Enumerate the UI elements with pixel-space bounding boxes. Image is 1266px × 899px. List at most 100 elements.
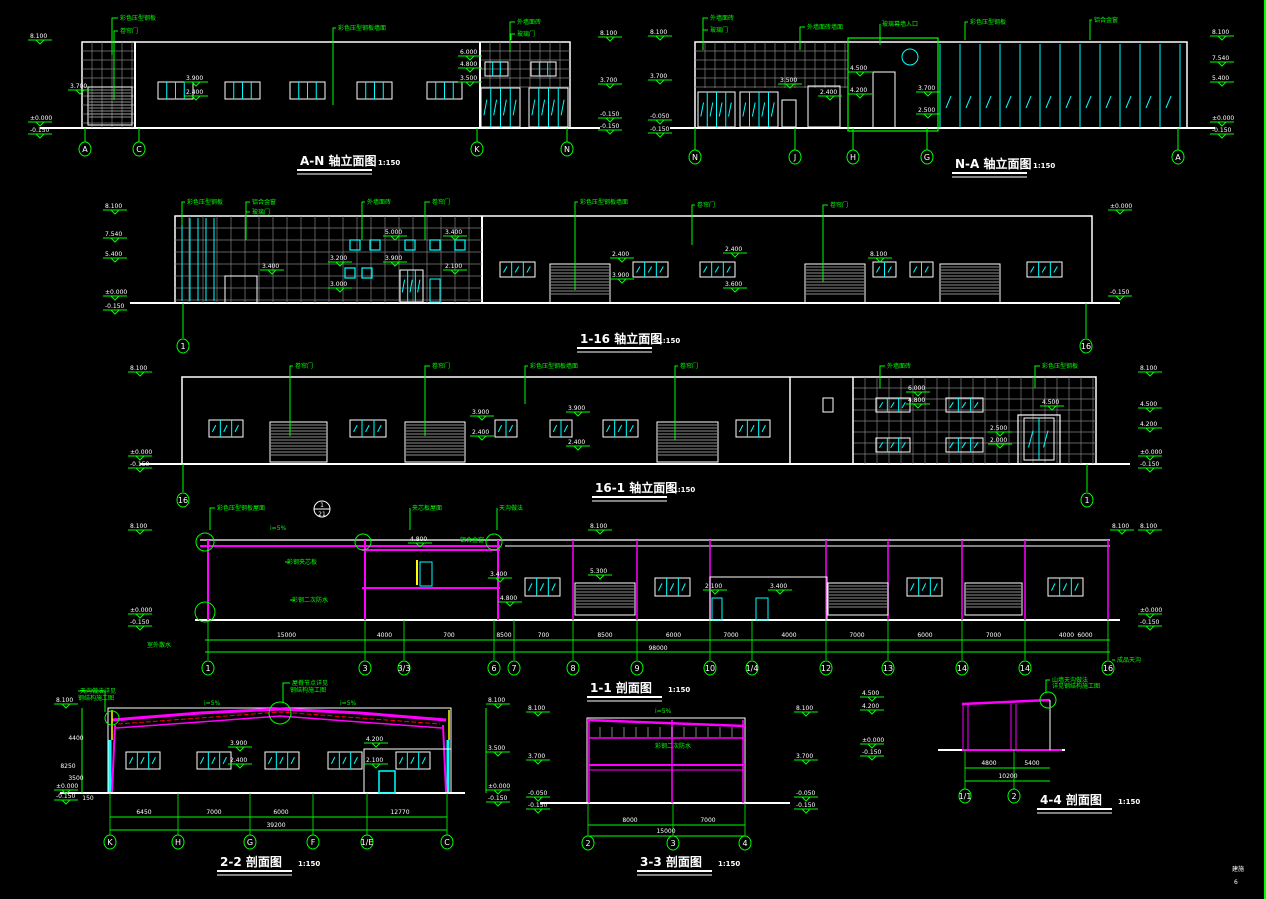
level-value: 8.100 [130,523,147,530]
glass-panel [264,751,300,770]
annotation-note: 彩钢二次防水 [292,596,328,604]
glass-hatch-mark [726,266,731,273]
drawing-scale: 1:150 [658,337,680,345]
axis-bubble [1007,788,1021,804]
level-marker-icon [605,36,615,42]
glass-hatch-mark [878,441,884,449]
dimension-value: 4400 [68,735,83,742]
dimension-value: 4000 [781,632,796,639]
annotation-note: 详见钢结构施工图 [1052,682,1100,690]
axis-bubble [666,835,680,851]
glass-hatch-mark [552,424,558,433]
glass-hatch-mark [876,266,881,273]
glass-hatch-mark [353,424,358,433]
glass-hatch-mark [901,441,906,449]
glass-panel [906,577,943,597]
drawing-scale: 1:150 [1118,798,1140,806]
axis-bubble [881,660,895,676]
glass-hatch-mark [330,756,336,765]
dimension-value: 4000 [377,632,392,639]
leader-line [524,365,528,404]
glass-panel [208,419,244,438]
level-marker-icon [371,742,381,748]
level-marker-icon [495,577,505,583]
glass-hatch-mark [526,266,531,273]
glass-hatch-mark [887,266,892,273]
level-value: 3.700 [650,73,667,80]
level-marker-icon [595,529,605,535]
level-marker-icon [867,743,877,749]
level-value: 2.400 [820,89,837,96]
level-marker-icon [533,759,543,765]
dimension-value: 12770 [390,809,409,816]
glass-hatch-mark [541,99,546,116]
level-marker-icon [415,542,425,548]
annotation-note: 室外散水 [147,641,171,649]
level-marker-icon [61,703,71,709]
level-value: 4.500 [1140,401,1157,408]
dimension-value: 6000 [1077,632,1092,639]
leader-line [111,17,118,55]
axis-bubble [487,660,501,676]
dimension-value: 6000 [273,809,288,816]
glass-panel [735,419,771,438]
level-value: 5.400 [105,251,122,258]
steel-column [442,724,447,793]
annotation-note: 彩色压型钢板 [970,18,1006,26]
level-value: 8.100 [30,33,47,40]
level-marker-icon [995,431,1005,437]
level-value: 3.900 [472,409,489,416]
glass-panel [125,751,161,770]
detail-callout-circle [1039,691,1057,709]
level-marker-icon [191,95,201,101]
glass-hatch-mark [738,424,744,433]
axis-label: 2 [585,839,590,848]
level-value: -0.150 [862,749,882,756]
glass-hatch-mark [1030,266,1035,273]
level-marker-icon [617,257,627,263]
dimension-value: 700 [443,632,455,639]
glass-hatch-mark [211,424,217,433]
level-value: 4.800 [908,397,925,404]
level-value: 3.000 [330,281,347,288]
axis-bubble [306,834,320,850]
axis-label: H [175,838,181,847]
level-marker-icon [730,287,740,293]
axis-label: 14 [1020,664,1030,673]
axis-bubble [819,660,833,676]
building-outline [81,41,571,129]
level-marker-icon [533,796,543,802]
dimension-value: 7000 [206,809,221,816]
glass-hatch-mark [1005,95,1012,109]
leader-line [879,365,885,388]
glass-panel [1047,577,1084,597]
glass-hatch-mark [128,756,134,765]
annotation-note: 铝合金窗 [460,536,484,544]
level-value: -0.150 [1140,461,1160,468]
glass-hatch-mark [890,441,895,449]
axis-bubble [440,834,454,850]
glass-hatch-mark [921,583,927,591]
glass-hatch-mark [417,279,421,293]
level-value: ±0.000 [30,115,52,122]
level-value: 8.100 [528,705,545,712]
glass-hatch-mark [377,424,382,433]
level-value: -0.050 [528,790,548,797]
glass-hatch-mark [483,99,488,116]
axis-bubble [1079,338,1093,354]
glass-hatch-mark [1062,583,1068,591]
glass-hatch-mark [353,756,358,765]
axis-bubble [566,660,580,676]
axis-label: 3 [362,664,367,673]
annotation-note: 彩色压型钢板 [1042,362,1078,370]
level-value: -0.150 [56,793,76,800]
dimension-value: 8500 [597,632,612,639]
leader-line [964,21,968,40]
annotation-note: 外墙面砖 [887,362,911,370]
glass-hatch-mark [279,756,284,765]
axis-label: 6 [491,664,496,673]
level-value: -0.150 [105,303,125,310]
axis-bubble [738,835,752,851]
level-marker-icon [655,79,665,85]
